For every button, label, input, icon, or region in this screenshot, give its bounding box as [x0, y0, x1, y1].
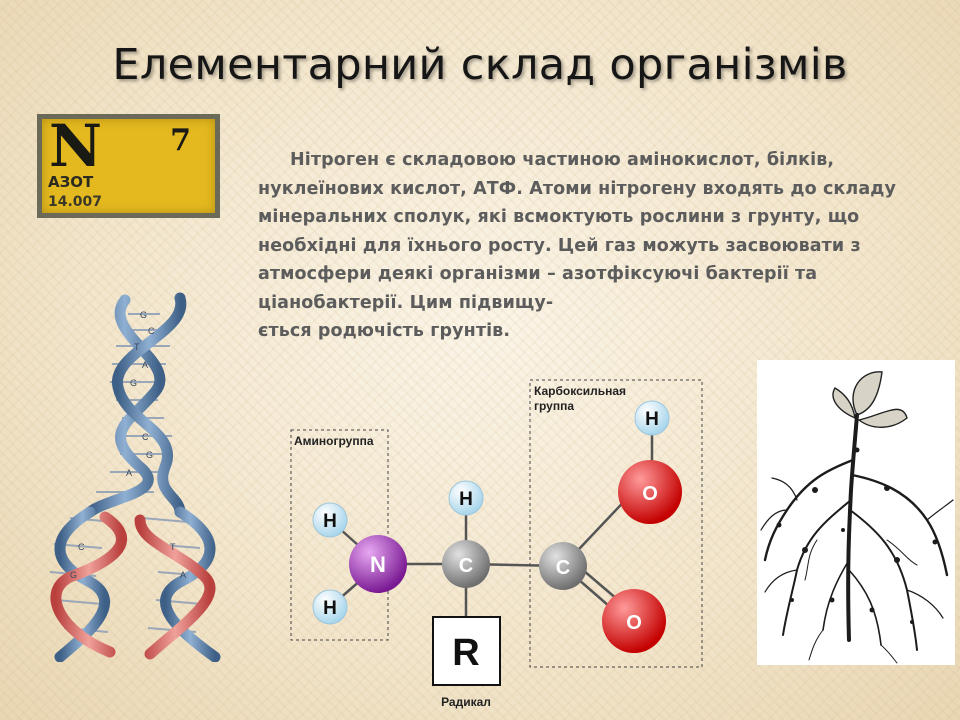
dna-base-letters: G C T A G C G A C G T A	[70, 310, 186, 580]
oxygen-atom	[602, 589, 666, 653]
atom-label-h: H	[323, 598, 337, 619]
dna-strand-right-old	[160, 506, 221, 662]
nitrogen-description: Нітроген є складовою частиною амінокисло…	[258, 146, 896, 346]
carboxyl-carbon-atom	[539, 542, 587, 590]
dna-strand-right-new	[134, 514, 216, 660]
text-line: ціанобактерії. Цим підвищу-	[258, 292, 554, 313]
dna-strand-upper-a	[84, 294, 166, 518]
atom-label-n: N	[370, 552, 386, 577]
dna-base-letter: A	[126, 468, 132, 478]
dna-base-letter: A	[142, 360, 148, 370]
hydrogen-atom	[448, 480, 484, 516]
dna-base-letter: G	[140, 310, 147, 320]
amino-group-label: Аминогруппа	[294, 434, 374, 448]
hydrogen-atom	[634, 400, 670, 436]
radical-symbol: R	[452, 632, 479, 674]
atom-label-o: O	[626, 612, 642, 634]
element-atomic-mass: 14.007	[48, 194, 103, 210]
text-line: Нітроген є складовою частиною амінокисло…	[290, 150, 835, 170]
dna-base-letter: G	[130, 378, 137, 388]
nitrogen-element-card: N 7 АЗОТ 14.007	[37, 112, 220, 218]
atom-label-o: O	[642, 483, 658, 505]
slide-title: Елементарний склад організмів	[112, 40, 848, 90]
text-line: нуклеїнових кислот, АТФ. Атоми нітрогену…	[258, 178, 896, 199]
atom-label-h: H	[645, 409, 659, 430]
dna-base-letter: T	[134, 342, 140, 352]
hydrogen-atom	[312, 589, 348, 625]
amino-group-box	[290, 429, 389, 641]
root-nodules	[776, 447, 938, 624]
text-line: ється родючість грунтів.	[258, 321, 511, 341]
plant-roots-image	[757, 360, 955, 665]
dna-base-letter: C	[78, 542, 85, 552]
hydrogen-atom	[312, 502, 348, 538]
oxygen-atom	[618, 460, 682, 524]
text-line: мінеральних сполук, які всмоктують росли…	[258, 207, 860, 227]
atom-label-h: H	[459, 489, 473, 510]
radical-label: Радикал	[441, 695, 491, 709]
dna-strand-upper-b	[112, 292, 187, 518]
carboxyl-group-label-line1: Карбоксильная	[534, 384, 626, 398]
dna-base-letter: C	[142, 432, 149, 442]
dna-base-letter: T	[170, 542, 176, 552]
plant-root-system	[760, 413, 954, 664]
dna-strand-left-new	[50, 511, 128, 658]
carboxyl-group-label-line2: группа	[534, 399, 574, 413]
dna-base-letter: C	[148, 326, 155, 336]
plant-leaves	[832, 371, 908, 428]
text-line: атмосфери деякі організми – азотфіксуючі…	[258, 264, 818, 284]
element-atomic-number: 7	[170, 123, 191, 158]
alpha-carbon-atom	[442, 540, 490, 588]
element-name: АЗОТ	[48, 173, 94, 191]
dna-base-letter: G	[70, 570, 77, 580]
atom-label-h: H	[323, 511, 337, 532]
element-symbol: N	[49, 112, 103, 180]
atom-label-c: C	[459, 555, 473, 577]
radical-box	[432, 616, 501, 686]
dna-base-letter: A	[180, 570, 186, 580]
dna-replication-image: G C T A G C G A C G T A	[49, 292, 221, 662]
element-card-face: N 7 АЗОТ 14.007	[42, 112, 215, 213]
nitrogen-atom	[349, 535, 407, 593]
text-line: необхідні для їхнього росту. Цей газ мож…	[258, 235, 861, 256]
carboxyl-group-box	[529, 379, 703, 668]
atom-label-c: C	[556, 557, 570, 579]
dna-base-letter: G	[146, 450, 153, 460]
amino-acid-structure: Аминогруппа Карбоксильная группа H H N H…	[290, 379, 703, 709]
